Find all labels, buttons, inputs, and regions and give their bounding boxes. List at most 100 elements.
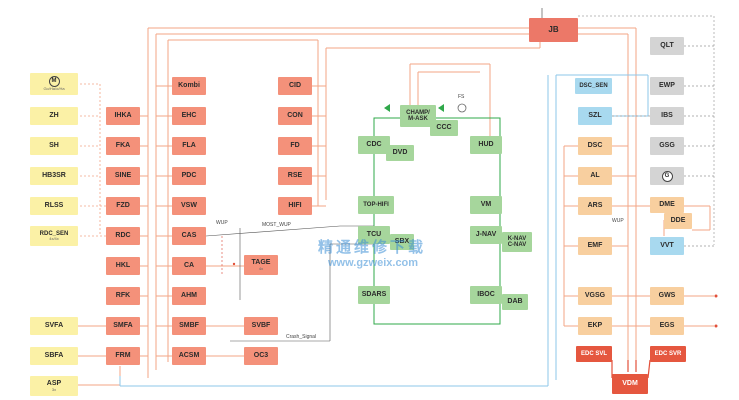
block-vm-label: VM <box>480 201 492 209</box>
block-ekp-label: EKP <box>587 322 603 330</box>
watermark-title: 精通维修下载 <box>318 239 427 256</box>
block-sbfa: SBFA <box>30 347 78 365</box>
right-lin <box>612 45 714 247</box>
lin-left <box>80 83 108 237</box>
block-kombi-label: Kombi <box>178 82 200 90</box>
block-smbf: SMBF <box>172 317 206 335</box>
block-k-nav-label: K-NAV C-NAV <box>507 235 527 248</box>
block-dvd: DVD <box>386 145 414 161</box>
block-cdc: CDC <box>358 136 390 154</box>
block-vsw-label: VSW <box>181 202 197 210</box>
block-qlt: QLT <box>650 37 684 55</box>
block-ahm: AHM <box>172 287 206 305</box>
block-tcu-label: TCU <box>366 231 382 239</box>
wup-left-label: WUP <box>216 220 228 226</box>
block-rdc-label: RDC <box>115 232 131 240</box>
block-ekp: EKP <box>578 317 612 335</box>
block-cas-label: CAS <box>181 232 197 240</box>
block-rfk: RFK <box>106 287 140 305</box>
block-hb3sr: HB3SR <box>30 167 78 185</box>
left-connections <box>78 85 244 386</box>
block-champ: CHAMP/ M-ASK <box>400 105 436 127</box>
block-fka-label: FKA <box>115 142 131 150</box>
block-ibs-label: IBS <box>661 112 673 120</box>
middle-kcan <box>312 40 541 207</box>
block-egs-label: EGS <box>659 322 675 330</box>
block-ars: ARS <box>578 197 612 215</box>
block-tage: TAGE 4x <box>244 255 278 275</box>
block-ccc: CCC <box>430 120 458 136</box>
block-ca-label: CA <box>183 262 195 270</box>
block-fd: FD <box>278 137 312 155</box>
block-dde-label: DDE <box>670 217 686 225</box>
block-hifi-label: HIFI <box>288 202 302 210</box>
block-asp-sub: 3x <box>51 386 57 392</box>
block-hud-label: HUD <box>478 141 494 149</box>
block-vgsg: VGSG <box>578 287 612 305</box>
block-acsm: ACSM <box>172 347 206 365</box>
block-edc-svr-label: EDC SVR <box>654 350 682 357</box>
block-dab: DAB <box>502 294 528 310</box>
block-g: G <box>650 167 684 185</box>
block-cdc-label: CDC <box>366 141 382 149</box>
block-ahm-label: AHM <box>181 292 197 300</box>
block-rlss: RLSS <box>30 197 78 215</box>
block-rdc-sen-sub: 4x/4x <box>49 236 59 242</box>
wup-right-label: WUP <box>612 218 624 224</box>
block-dsc-label: DSC <box>587 142 603 150</box>
block-dsc-sen-label: DSC_SEN <box>579 82 608 89</box>
block-hb3sr-label: HB3SR <box>42 172 66 180</box>
block-ewp: EWP <box>650 77 684 95</box>
block-ehc-label: EHC <box>181 112 197 120</box>
champ-arrows <box>384 104 444 112</box>
block-vvt: VVT <box>650 237 684 255</box>
block-hkl-label: HKL <box>115 262 131 270</box>
block-egs: EGS <box>650 317 684 335</box>
block-ibs: IBS <box>650 107 684 125</box>
block-ewp-label: EWP <box>659 82 675 90</box>
block-iboc-label: IBOC <box>477 291 495 299</box>
block-sdars-label: SDARS <box>361 291 387 299</box>
block-kombi: Kombi <box>172 77 206 95</box>
block-rdc-sen: RDC_SEN 4x/4x <box>30 226 78 246</box>
block-top-hifi: TOP-HIFI <box>358 196 394 214</box>
block-dme-label: DME <box>659 201 675 209</box>
block-vdm: VDM <box>612 374 648 394</box>
block-vvt-label: VVT <box>660 242 674 250</box>
motor-icon: M <box>48 76 60 88</box>
block-ca: CA <box>172 257 206 275</box>
block-gws-label: GWS <box>658 292 676 300</box>
motor-module: M Go/Ha/o/Ha <box>30 73 78 95</box>
block-vsw: VSW <box>172 197 206 215</box>
block-tage-sub: 4x <box>258 265 264 271</box>
block-sbx-label: SBX <box>394 238 410 246</box>
block-zh: ZH <box>30 107 78 125</box>
block-j-nav-label: J-NAV <box>475 231 497 239</box>
motor-sub-label: Go/Ha/o/Ha <box>43 86 65 92</box>
watermark-url: www.gzweix.com <box>328 257 419 269</box>
block-cas: CAS <box>172 227 206 245</box>
right-body-can <box>563 145 714 327</box>
block-champ-label: CHAMP/ M-ASK <box>406 109 430 122</box>
crash-signal-label: Crash_Signal <box>286 334 317 340</box>
block-pdc: PDC <box>172 167 206 185</box>
block-dde: DDE <box>664 213 692 229</box>
most-ring <box>373 117 501 325</box>
block-tcu: TCU <box>358 226 390 244</box>
block-dsc-sen: DSC_SEN <box>575 78 612 94</box>
block-hkl: HKL <box>106 257 140 275</box>
block-gws: GWS <box>650 287 684 305</box>
block-fzd-label: FZD <box>116 202 130 210</box>
block-zh-label: ZH <box>49 112 59 120</box>
block-gsg: GSG <box>650 137 684 155</box>
block-edc-svl: EDC SVL <box>576 346 612 362</box>
block-fzd: FZD <box>106 197 140 215</box>
generator-icon: G <box>661 170 673 182</box>
block-jb-label: JB <box>548 24 559 34</box>
block-edc-svl-label: EDC SVL <box>580 350 607 357</box>
block-iboc: IBOC <box>470 286 502 304</box>
block-svbf: SVBF <box>244 317 278 335</box>
block-al-label: AL <box>590 172 600 180</box>
block-dab-label: DAB <box>507 298 523 306</box>
block-svfa: SVFA <box>30 317 78 335</box>
